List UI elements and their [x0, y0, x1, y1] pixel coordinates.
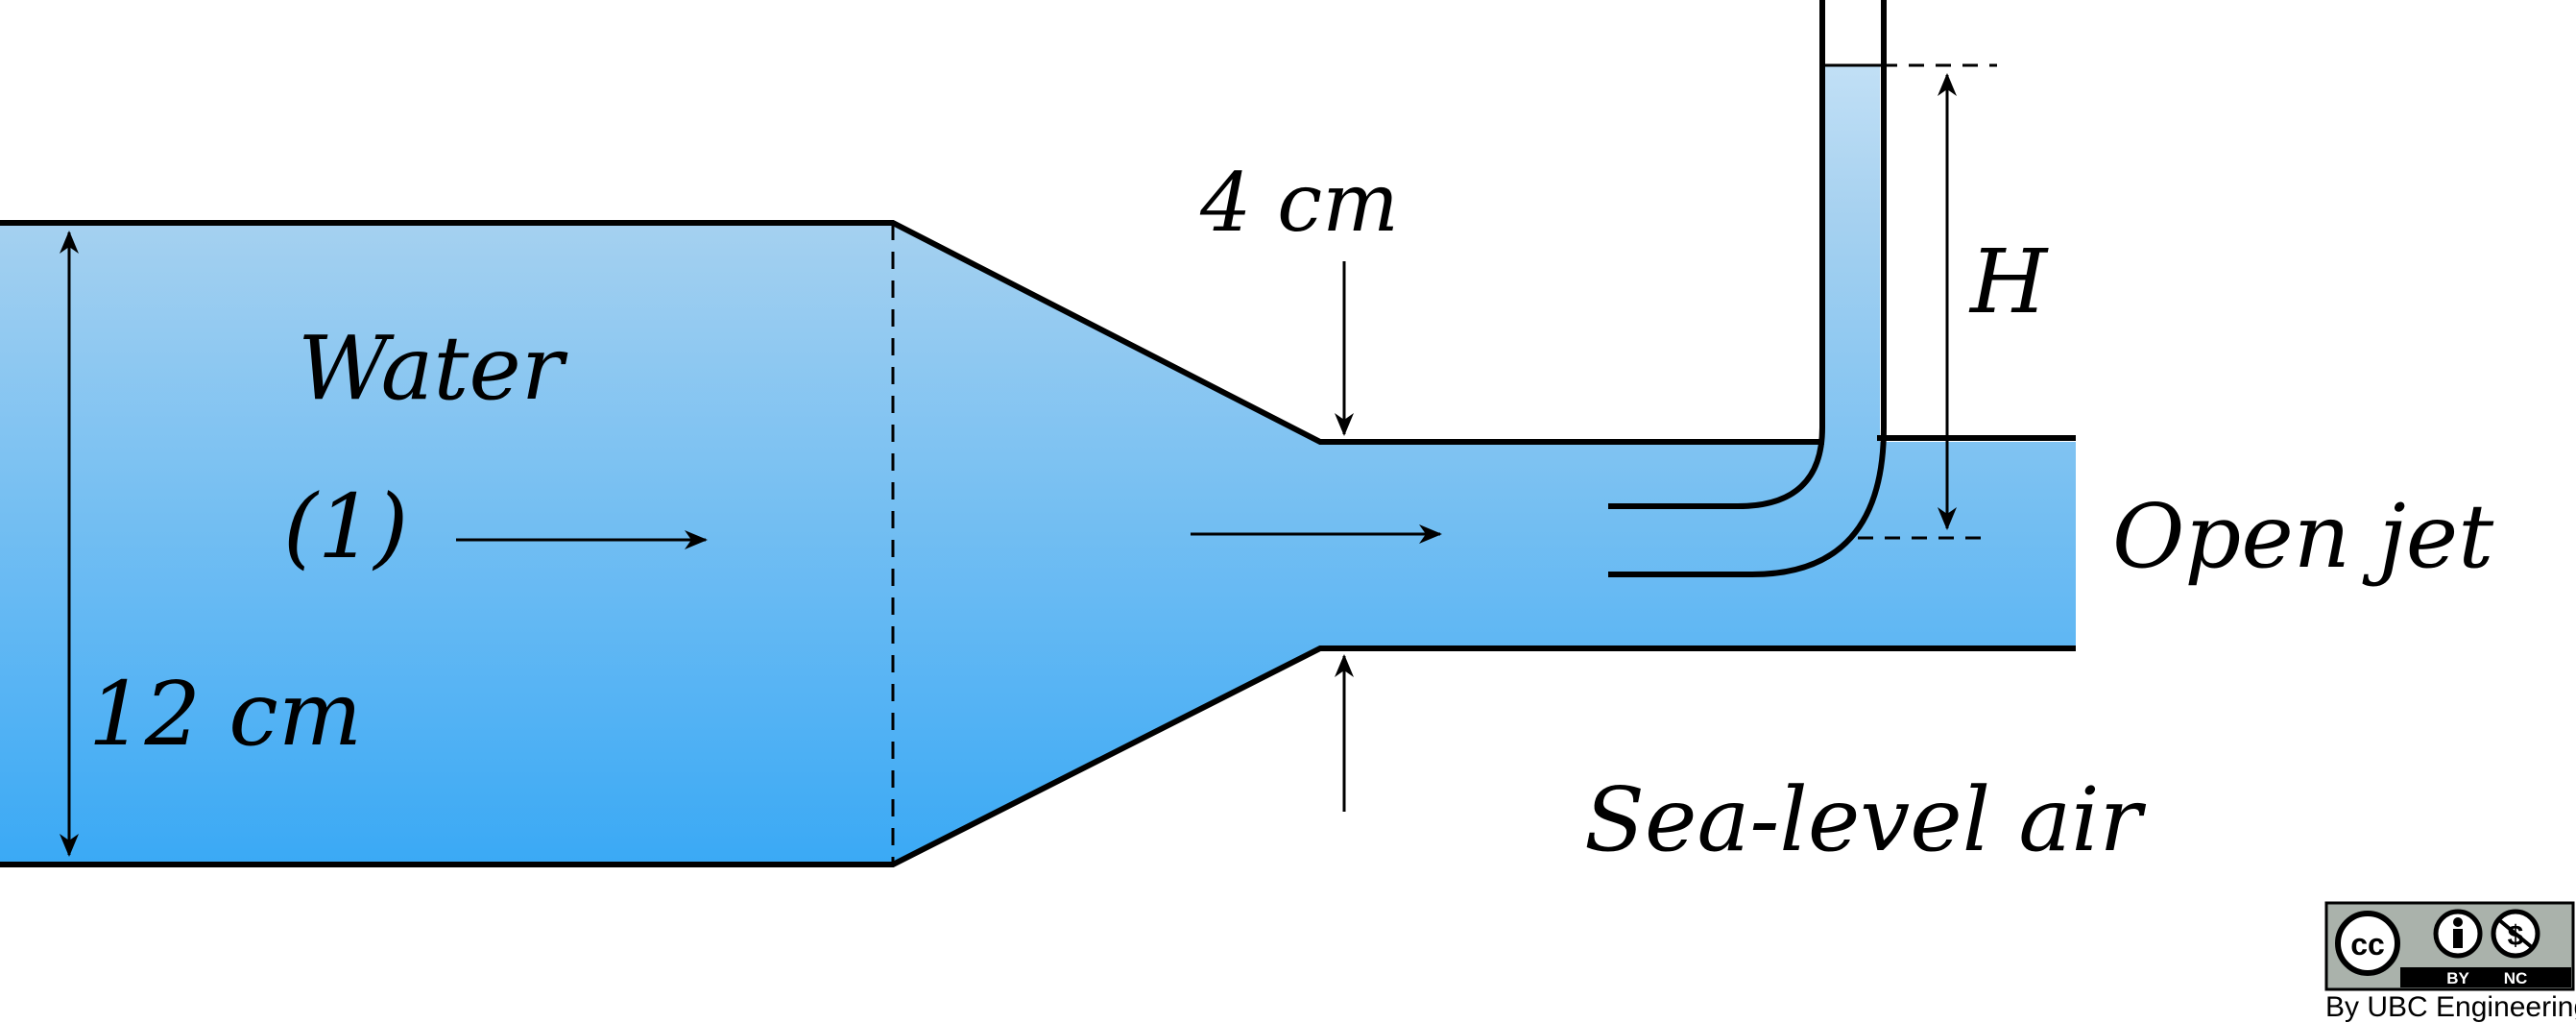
cc-icon-text: cc — [2350, 927, 2385, 962]
license-credit: By UBC Engineering — [2325, 991, 2576, 1023]
pitot-tube — [1608, 0, 1887, 577]
pitot-water-column — [1822, 65, 1880, 459]
large-diameter-label: 12 cm — [88, 663, 362, 766]
license-badge: cc $ BY NC — [2324, 901, 2575, 991]
pitot-tube-outer-wall — [1608, 0, 1887, 577]
ambient-label: Sea-level air — [1584, 768, 2147, 871]
open-jet-label: Open jet — [2112, 485, 2494, 588]
by-icon-head — [2453, 917, 2463, 927]
nc-icon-strike — [2496, 917, 2535, 950]
section-label: (1) — [283, 475, 408, 578]
height-label: H — [1968, 231, 2049, 333]
nc-label: NC — [2504, 969, 2528, 987]
upper-wall — [0, 220, 1824, 445]
small-diameter-label: 4 cm — [1199, 156, 1399, 250]
water-label: Water — [298, 317, 568, 420]
pipe-walls — [0, 220, 2076, 867]
water-body — [0, 223, 2076, 865]
lower-wall — [0, 645, 2076, 867]
by-icon-body — [2453, 929, 2463, 948]
cc-icon — [2335, 911, 2400, 976]
by-label: BY — [2446, 969, 2469, 987]
license-badge-bottom-strip — [2400, 967, 2571, 987]
pitot-tube-inner-wall — [1608, 0, 1825, 509]
